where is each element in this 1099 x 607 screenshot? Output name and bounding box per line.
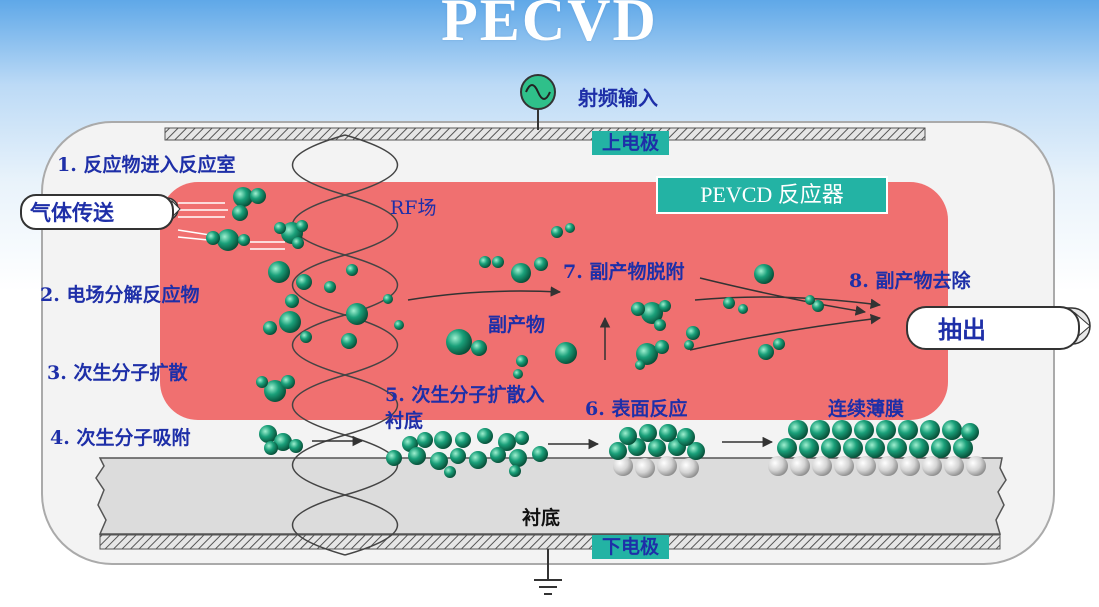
bottom-electrode (99, 534, 1001, 550)
top-electrode-label: 上电极 (592, 131, 670, 155)
molecules-adsorbed (259, 425, 303, 455)
plasma-region (160, 182, 948, 420)
substrate-atoms-film (768, 456, 986, 476)
step-1-label: 1. 反应物进入反应室 (57, 154, 236, 176)
step-2-label: 2. 电场分解反应物 (40, 284, 200, 306)
molecules-diffusion (386, 428, 548, 478)
bottom-electrode-label: 下电极 (592, 535, 670, 559)
molecules-byproduct (446, 223, 824, 379)
substrate-label: 衬底 (522, 507, 561, 529)
substrate-atoms-reaction (613, 456, 699, 478)
molecules-gas (206, 187, 308, 251)
rf-input-label: 射频输入 (578, 86, 658, 110)
exhaust-pill (906, 306, 1080, 350)
molecules-decomposition (256, 261, 404, 402)
rf-field-wave (292, 134, 398, 556)
top-electrode (164, 127, 926, 141)
gas-delivery-label: 气体传送 (30, 200, 114, 225)
page-title: PECVD (441, 0, 658, 53)
film-label: 连续薄膜 (828, 398, 905, 420)
molecules-reaction (609, 424, 705, 460)
step-4-label: 4. 次生分子吸附 (50, 427, 191, 449)
step-5-label: 5. 次生分子扩散入衬底 (385, 384, 545, 432)
step-3-label: 3. 次生分子扩散 (47, 362, 188, 384)
step-8-label: 8. 副产物去除 (849, 270, 971, 292)
reactor-label: PEVCD 反应器 (656, 176, 888, 214)
step-6-label: 6. 表面反应 (585, 398, 688, 420)
exhaust-label: 抽出 (938, 315, 986, 344)
rf-field-label: RF场 (390, 197, 437, 219)
byproduct-label: 副产物 (488, 314, 546, 336)
molecules-film (777, 420, 979, 458)
gas-delivery-pill (20, 194, 174, 230)
step-7-label: 7. 副产物脱附 (563, 261, 685, 283)
substrate (95, 457, 1007, 535)
